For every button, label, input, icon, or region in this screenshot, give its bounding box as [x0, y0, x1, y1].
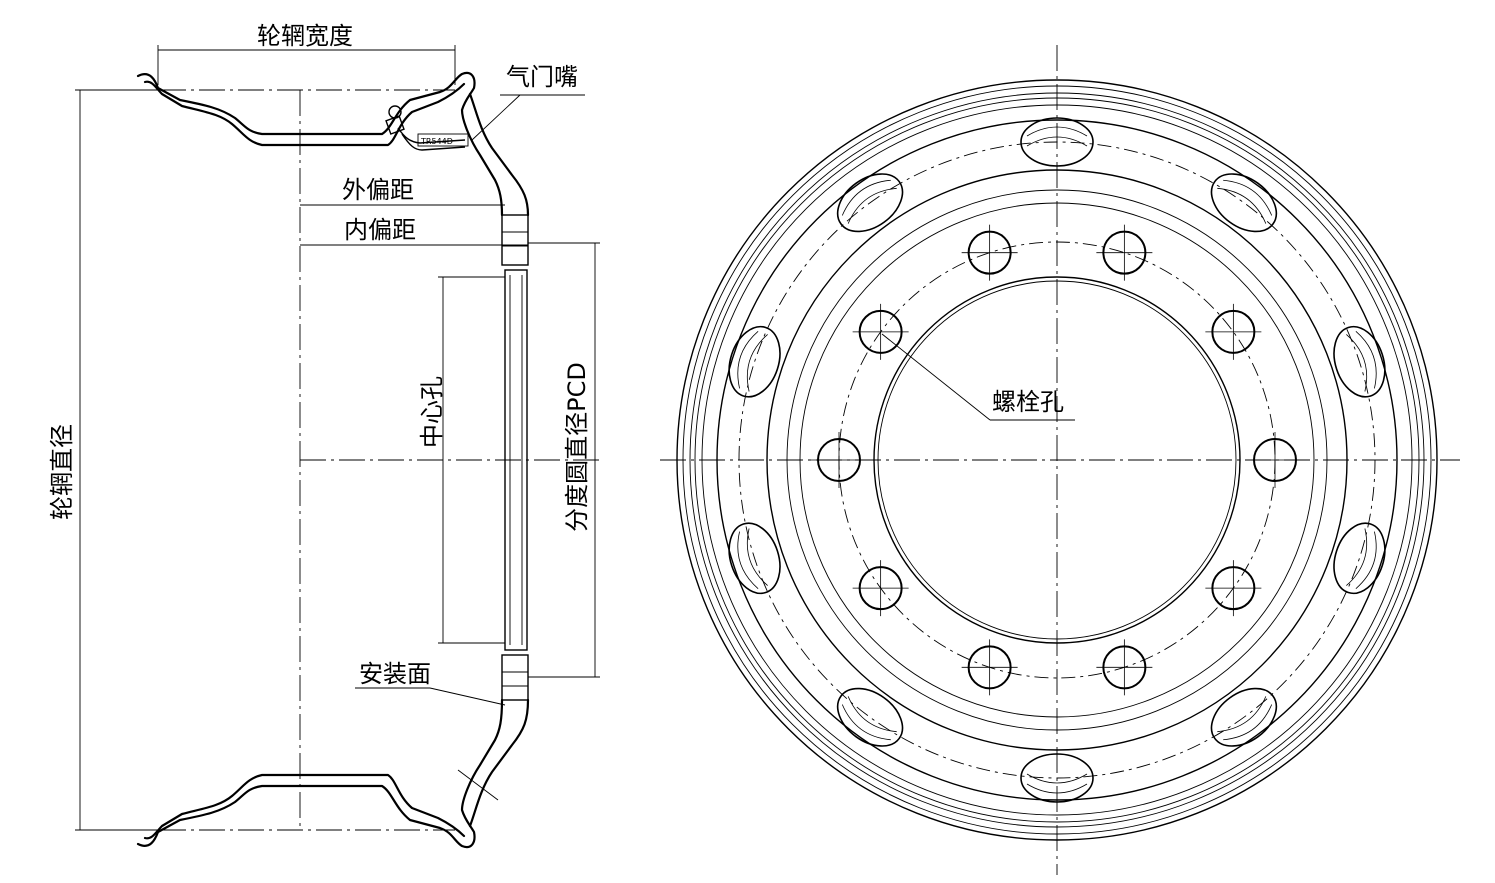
bolt-holes	[811, 224, 1303, 696]
rim-profile-bottom	[136, 698, 504, 849]
vent-hole	[1210, 173, 1278, 233]
valve-code: TR544D	[420, 137, 453, 146]
rim-profile-top	[136, 71, 504, 217]
bolt-hole	[1096, 224, 1153, 281]
vent-hole-pitch-circle	[738, 141, 1376, 779]
mounting-pad-top	[501, 214, 529, 266]
pcd-label: 分度圆直径PCD	[563, 362, 591, 532]
valve-stem: TR544D	[385, 94, 521, 151]
vent-hole	[1333, 522, 1386, 595]
outer-offset-label: 外偏距	[342, 176, 414, 204]
bolt-hole	[961, 639, 1018, 696]
vent-hole	[728, 325, 781, 398]
vent-holes	[728, 117, 1386, 803]
bolt-hole	[852, 560, 909, 617]
bolt-hole	[811, 432, 867, 488]
rim-width-label: 轮辋宽度	[257, 22, 353, 50]
vent-hole	[1210, 687, 1278, 747]
mounting-pad-bottom	[501, 654, 529, 701]
bolt-hole	[961, 224, 1018, 281]
vent-hole	[1333, 325, 1386, 398]
outer-rim-circle	[676, 79, 1438, 841]
vent-hole	[1020, 753, 1094, 803]
vent-hole	[836, 687, 904, 747]
bolt-hole	[1247, 432, 1303, 488]
rim-profile-bottom-inner	[143, 698, 530, 840]
bolt-hole	[1096, 639, 1153, 696]
bolt-hole-label: 螺栓孔	[992, 388, 1064, 416]
vent-hole	[836, 173, 904, 233]
mounting-face-label: 安装面	[359, 660, 431, 688]
bolt-hole-leader	[881, 333, 991, 421]
center-bore-label: 中心孔	[418, 376, 446, 448]
disc-center-plate	[504, 269, 528, 651]
bolt-hole	[1205, 560, 1262, 617]
vent-hole	[1020, 117, 1094, 167]
valve-label: 气门嘴	[506, 63, 578, 91]
bolt-hole	[852, 303, 909, 360]
vent-hole	[728, 522, 781, 595]
center-bore-circle	[873, 276, 1241, 644]
rim-profile-top-inner	[143, 80, 530, 217]
bolt-hole	[1205, 303, 1262, 360]
side-section-view: TR544D 轮辋直径 轮辋宽度 气门嘴 外偏距 内偏	[48, 22, 600, 849]
inner-offset-label: 内偏距	[344, 216, 416, 244]
front-view: 螺栓孔	[660, 45, 1460, 875]
rim-diameter-label: 轮辋直径	[48, 424, 76, 520]
